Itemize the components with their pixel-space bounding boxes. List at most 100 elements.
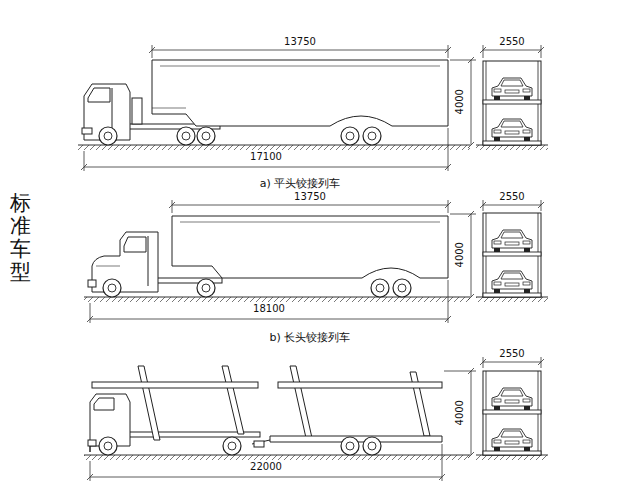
dimension-lines <box>84 151 85 171</box>
dimension-lines <box>90 303 91 323</box>
ground-line <box>78 145 470 150</box>
dimension-lines <box>471 60 472 145</box>
dimension-lines <box>541 45 542 58</box>
ground-line <box>476 455 548 460</box>
dimension-label: 13750 <box>292 191 328 203</box>
ground-line <box>84 455 470 460</box>
dimension-lines <box>445 164 451 170</box>
wheels <box>197 279 215 297</box>
dimension-lines <box>169 202 175 208</box>
dimension-lines <box>468 142 474 148</box>
dimension-label: 18100 <box>251 303 287 315</box>
dimension-lines <box>445 202 451 208</box>
dimension-label: 2550 <box>497 36 526 48</box>
dimension-label: 4000 <box>454 398 466 427</box>
semi-trailer-box <box>152 60 448 126</box>
end-view <box>483 371 541 455</box>
dimension-lines <box>84 167 448 168</box>
dimension-label: 17100 <box>248 151 284 163</box>
car-carrier <box>278 382 442 388</box>
semi-trailer-box <box>180 222 440 223</box>
wheels <box>393 279 411 297</box>
long-nose-tractor <box>124 237 146 252</box>
ground-line <box>476 297 548 302</box>
ground-line <box>84 297 470 298</box>
dimension-lines <box>448 45 449 58</box>
long-nose-tractor <box>92 232 158 292</box>
dimension-lines <box>468 368 474 374</box>
wheels <box>103 279 121 297</box>
dimension-lines <box>468 452 474 458</box>
ground-line <box>84 455 470 456</box>
wheels <box>99 437 381 455</box>
car-carrier <box>92 382 258 388</box>
dimension-lines <box>450 214 476 215</box>
flat-head-tractor <box>112 88 113 128</box>
wheels <box>223 437 241 455</box>
dimension-lines <box>149 47 155 53</box>
dimension-lines <box>468 294 474 300</box>
dimension-lines <box>471 371 472 455</box>
dimension-lines <box>468 211 474 217</box>
long-nose-tractor <box>96 266 120 267</box>
semi-trailer-box <box>172 216 448 278</box>
wheels <box>177 127 195 145</box>
dimension-lines <box>448 280 449 323</box>
ground-line <box>84 297 470 302</box>
flat-head-tractor <box>88 88 110 102</box>
dimension-lines <box>87 474 93 480</box>
car-carrier <box>88 366 442 452</box>
end-view <box>483 371 541 455</box>
ground-line <box>78 145 548 150</box>
dimension-lines <box>87 357 544 481</box>
end-view <box>483 61 541 145</box>
dimension-lines <box>480 202 486 208</box>
dimension-lines <box>538 47 544 53</box>
wheels <box>197 127 215 145</box>
dimension-lines <box>483 50 541 51</box>
dimension-lines <box>450 60 476 61</box>
dimension-lines <box>445 316 451 322</box>
dimension-lines <box>87 200 544 323</box>
dimension-lines <box>538 359 544 365</box>
dimension-label: 2550 <box>497 191 526 203</box>
dimension-lines <box>483 205 541 206</box>
dimension-label: 4000 <box>454 87 466 116</box>
dimension-lines <box>172 200 173 213</box>
dimension-lines <box>448 128 449 171</box>
dimension-lines <box>538 202 544 208</box>
ground-line <box>476 145 548 150</box>
dimension-lines <box>480 359 486 365</box>
wheels <box>363 437 381 455</box>
dimension-label: 2550 <box>497 348 526 360</box>
end-view <box>483 61 541 145</box>
dimension-lines <box>90 319 448 320</box>
dimension-label: 13750 <box>282 36 318 48</box>
dimension-lines <box>471 214 472 297</box>
car-carrier <box>88 440 96 446</box>
end-view <box>483 213 541 297</box>
wheels <box>341 437 359 455</box>
dimension-lines <box>442 444 443 481</box>
wheels <box>363 127 381 145</box>
car-carrier <box>138 366 160 440</box>
dimension-lines <box>468 57 474 63</box>
dimension-lines <box>81 45 544 171</box>
car-carrier <box>222 366 244 434</box>
dimension-label: 22000 <box>248 461 284 473</box>
car-carrier <box>254 441 264 447</box>
wheels <box>103 279 411 297</box>
wheels <box>99 437 117 455</box>
wheels <box>341 127 359 145</box>
ground-line <box>84 455 548 460</box>
flat-head-tractor <box>82 128 92 134</box>
dimension-lines <box>87 316 93 322</box>
dimension-lines <box>90 461 91 481</box>
dimension-lines <box>152 50 448 51</box>
long-nose-tractor <box>88 280 96 287</box>
dimension-lines <box>480 47 486 53</box>
semi-trailer-box <box>160 66 440 67</box>
dimension-lines <box>483 45 484 58</box>
ground-line <box>84 297 548 302</box>
